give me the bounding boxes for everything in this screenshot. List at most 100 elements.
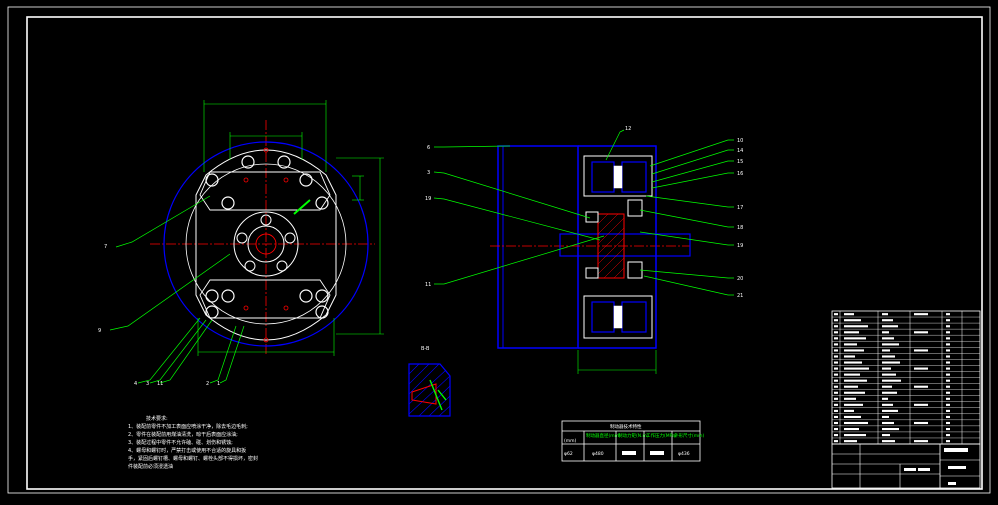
side-lower-caliper [583, 295, 653, 339]
parts-list-cell-text [946, 331, 950, 334]
front-label: 11 [157, 381, 163, 387]
spec-header: 工作压力(MPa) [646, 432, 677, 439]
parts-list-cell-text [844, 403, 863, 406]
parts-list-cell-text [834, 415, 838, 419]
parts-list-cell-text [946, 421, 950, 425]
parts-list-cell-text [882, 391, 897, 394]
parts-list-cell-text [834, 331, 838, 334]
parts-list-cell-text [946, 440, 950, 443]
side-bolt [585, 267, 599, 279]
front-hub-outer [233, 211, 299, 277]
spec-value-block [622, 451, 636, 455]
side-upper-disc [613, 165, 623, 189]
parts-list-cell-text [882, 331, 889, 334]
spec-header: 制动器直径(mm) [586, 432, 621, 439]
spec-value: φ480 [592, 451, 604, 457]
side-leaders-right [605, 129, 734, 296]
red-hole [263, 337, 269, 343]
parts-list-cell-text [834, 421, 838, 425]
caliper-bolt [205, 289, 219, 303]
front-label: 3 [146, 381, 149, 387]
side-right-label: 14 [737, 148, 743, 154]
parts-list-cell-text [844, 331, 859, 334]
caliper-bolt [315, 196, 329, 210]
parts-list-cell-text [834, 434, 838, 437]
parts-list-cell-text [914, 349, 928, 352]
side-brake-body [578, 145, 657, 349]
caliper-bolt [221, 196, 235, 210]
parts-list-cell-text [834, 361, 838, 364]
parts-list-cell-text [844, 313, 854, 316]
parts-list-cell-text [882, 403, 893, 406]
parts-list-cell-text [834, 385, 838, 388]
parts-list-cell-text [914, 331, 928, 334]
parts-list-cell-text [882, 385, 892, 388]
parts-list-cell-text [946, 397, 950, 400]
parts-list-cell-text [946, 434, 950, 437]
front-view: 7 9 4 3 11 2 1 [98, 100, 384, 387]
title-block [831, 443, 981, 489]
parts-list-cell-text [834, 355, 838, 358]
parts-list-cell-text [946, 379, 950, 382]
caliper-bolt [205, 173, 219, 187]
spec-value: φ436 [678, 451, 690, 457]
spec-value-block [650, 451, 664, 455]
red-hole [283, 305, 289, 311]
front-green-pin [293, 199, 311, 215]
parts-list-cell-text [844, 385, 858, 388]
caliper-bolt [277, 155, 291, 169]
parts-list-cell-text [882, 319, 893, 322]
parts-list-cell-text [834, 397, 838, 400]
front-label: 2 [206, 381, 209, 387]
parts-list-cell-text [834, 403, 838, 406]
parts-list-cell-text [946, 373, 950, 376]
side-drum [497, 145, 579, 349]
parts-list-cell-text [882, 397, 888, 400]
side-right-label: 20 [737, 276, 743, 282]
parts-list-cell-text [844, 367, 869, 370]
parts-list-cell-text [946, 325, 950, 328]
parts-list-cell-text [882, 367, 891, 370]
section-green-rod [429, 379, 443, 411]
spec-table: 制动器技术特性 (mm) 制动器直径(mm) 制动力矩(N.m) 工作压力(MP… [561, 420, 705, 462]
spec-header: 制动力矩(N.m) [618, 432, 649, 439]
front-leaders [109, 195, 245, 384]
parts-list-cell-text [844, 434, 866, 437]
parts-list-cell-text [882, 421, 894, 425]
parts-list-cell-text [914, 440, 928, 443]
caliper-bolt [299, 289, 313, 303]
side-right-label: 15 [737, 159, 743, 165]
parts-list-cell-text [834, 325, 838, 328]
parts-list-cell-text [882, 440, 895, 443]
parts-list-cell-text [844, 349, 864, 352]
spec-value: φ62 [564, 451, 573, 457]
side-upper-caliper [583, 155, 653, 197]
caliper-bolt [315, 305, 329, 319]
caliper-bolt [315, 289, 329, 303]
parts-list-cell-text [844, 343, 857, 346]
parts-list-cell-text [882, 361, 900, 364]
side-right-label: 12 [625, 126, 631, 132]
parts-list-cell-text [882, 325, 898, 328]
hub-bolt [236, 232, 248, 244]
parts-list-cell-text [844, 415, 861, 419]
hub-bolt [284, 232, 296, 244]
side-right-label: 17 [737, 205, 743, 211]
front-dimensions [197, 100, 384, 356]
parts-list-cell-text [834, 427, 838, 431]
caliper-bolt [205, 305, 219, 319]
parts-list-cell-text [844, 421, 868, 425]
notes-line: 4、螺母和螺钉时，严禁打击或使用不合适的旋具和扳 [128, 447, 246, 454]
parts-list-cell-text [914, 313, 928, 316]
parts-list-cell-text [844, 355, 855, 358]
front-label: 1 [217, 381, 220, 387]
section-title: B-B [421, 346, 430, 352]
parts-list-cell-text [844, 427, 859, 431]
parts-list-cell-text [834, 319, 838, 322]
parts-list-cell-text [946, 361, 950, 364]
red-hole [263, 147, 269, 153]
section-hatch [408, 363, 451, 417]
technical-notes: 技术要求: 1、装配前零件不加工表面应喷涂干净，除去毛边毛刺; 2、零件在装配前… [128, 415, 258, 470]
parts-list-cell-text [834, 373, 838, 376]
